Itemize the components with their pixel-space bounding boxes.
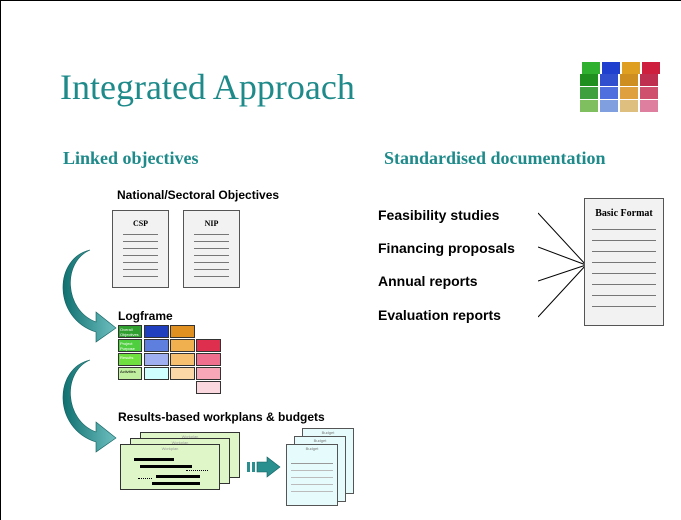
standardised-documentation-heading: Standardised documentation (384, 148, 606, 168)
logframe-row-label: Overall Objectives (118, 325, 142, 338)
budget-sheet-caption: Budget (321, 430, 335, 435)
logframe-row-label: Activities (118, 367, 142, 380)
doc-item-financing: Financing proposals (378, 240, 515, 256)
logframe-row-label: Results (118, 353, 142, 366)
stacked-color-grid-icon (580, 62, 660, 112)
workplan-card-caption: Workplan (181, 434, 199, 439)
logframe-row-label: Project Purpose (118, 339, 142, 352)
csp-document-title: CSP (132, 219, 149, 228)
budget-sheet-caption: Budget (305, 446, 319, 451)
curved-arrow-icon (62, 249, 117, 343)
basic-format-document: Basic Format (584, 198, 664, 326)
workplan-card-caption: Workplan (161, 446, 179, 451)
connector-lines (538, 212, 587, 318)
nip-document: NIP (183, 210, 240, 288)
workplans-budgets-label: Results-based workplans & budgets (118, 410, 325, 424)
curved-arrow-icon (62, 359, 117, 453)
doc-item-feasibility: Feasibility studies (378, 207, 500, 223)
budget-sheet-caption: Budget (313, 438, 327, 443)
slide-title: Integrated Approach (60, 67, 355, 107)
doc-item-annual: Annual reports (378, 273, 478, 289)
basic-format-title: Basic Format (595, 208, 653, 219)
national-objectives-label: National/Sectoral Objectives (117, 188, 280, 202)
block-arrow-right-icon (247, 456, 281, 478)
slide-border-top (0, 0, 681, 1)
linked-objectives-heading: Linked objectives (63, 148, 199, 168)
doc-item-evaluation: Evaluation reports (378, 307, 501, 323)
nip-document-title: NIP (204, 219, 219, 228)
workplan-card-caption: Workplan (171, 440, 189, 445)
csp-document: CSP (112, 210, 169, 288)
slide-border-left (0, 0, 1, 520)
logframe-label: Logframe (118, 309, 173, 323)
